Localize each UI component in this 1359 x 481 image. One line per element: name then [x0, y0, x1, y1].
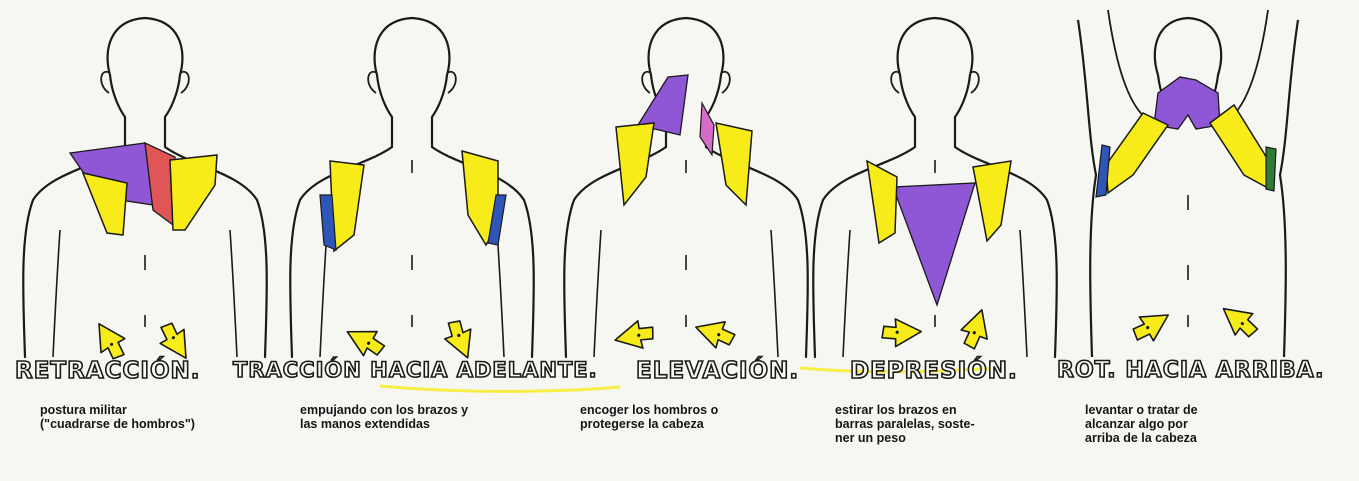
levator-scapulae-right: [699, 100, 715, 157]
arrow-traccion-right: [438, 316, 480, 359]
pectoralis-minor-muscle: [892, 182, 976, 308]
scapula-right: [1208, 103, 1271, 189]
label-rotacion-description: levantar o tratar de alcanzar algo por a…: [1085, 403, 1198, 445]
figure-retraccion: [22, 16, 268, 359]
figure-depresion: [812, 16, 1058, 359]
highlighter-stroke-1: [379, 384, 621, 393]
label-traccion-title: TRACCIÓN HACIA ADELANTE.: [232, 358, 598, 382]
scapula-left: [615, 122, 655, 207]
trapezius-muscle-upper: [1153, 76, 1221, 130]
arrow-elevacion-right: [695, 311, 739, 356]
levator-scapulae-left: [636, 74, 689, 136]
label-rotacion-title: ROT. HACIA ARRIBA.: [1056, 358, 1325, 383]
arrow-rotacion-left: [1130, 308, 1169, 346]
label-traccion-description: empujando con los brazos y las manos ext…: [300, 403, 469, 431]
figure-traccion: [289, 16, 535, 359]
arrow-depresion-left: [876, 310, 923, 356]
arrow-depresion-right: [953, 309, 998, 353]
serratus-muscle-left: [1095, 144, 1111, 198]
scapula-left: [81, 171, 128, 236]
arrow-traccion-left: [346, 320, 388, 363]
serratus-muscle-left: [319, 194, 337, 251]
arrow-elevacion-left: [614, 313, 659, 357]
arrow-rotacion-right: [1222, 302, 1260, 341]
label-elevacion-description: encoger los hombros o protegerse la cabe…: [580, 403, 719, 431]
label-depresion-title: DEPRESIÓN.: [849, 358, 1018, 384]
scapula-right: [972, 160, 1012, 243]
label-retraccion-title: RETRACCIÓN.: [14, 358, 201, 384]
arrow-retraccion-left: [92, 323, 130, 362]
scapula-right: [169, 154, 218, 231]
serratus-muscle-right: [1265, 146, 1277, 192]
scapula-left: [866, 159, 898, 245]
label-elevacion-title: ELEVACIÓN.: [635, 358, 800, 384]
figure-elevacion: [563, 16, 809, 359]
scapula-left: [1105, 112, 1170, 195]
label-depresion-description: estirar los brazos en barras paralelas, …: [835, 403, 975, 445]
figure-rotacion: [1076, 9, 1300, 358]
highlighter-stroke-2: [799, 366, 1001, 374]
scapula-right: [715, 122, 753, 207]
label-retraccion-description: postura militar ("cuadrarse de hombros"): [40, 403, 195, 431]
serratus-muscle-right: [487, 194, 507, 246]
arrow-retraccion-right: [155, 320, 193, 359]
